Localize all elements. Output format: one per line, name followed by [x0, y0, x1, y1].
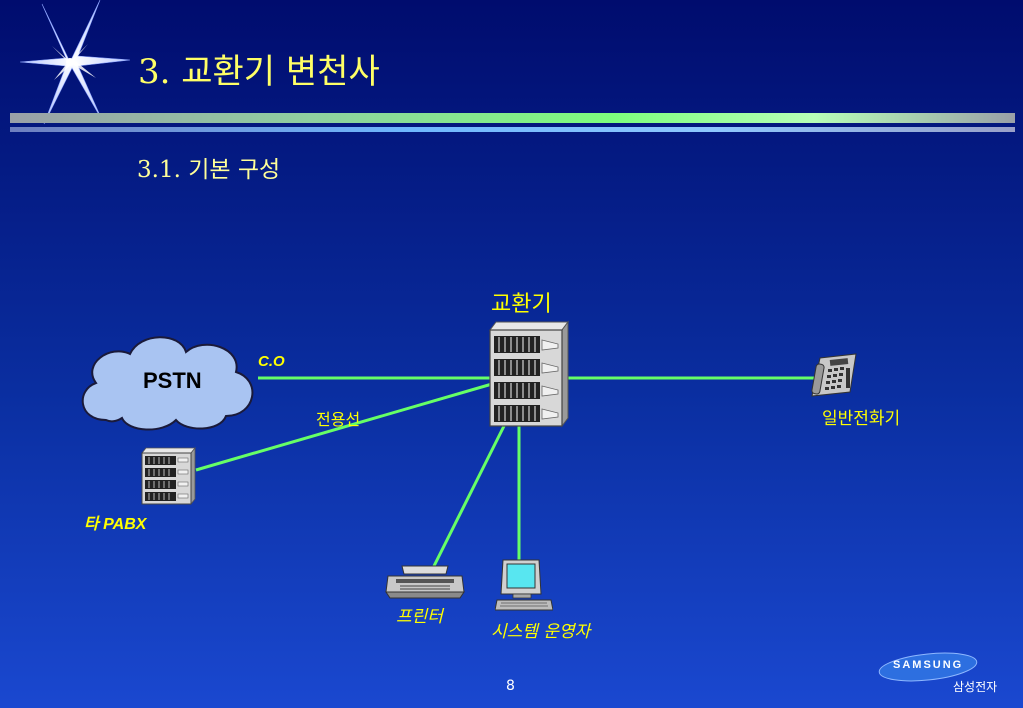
operator-label: 시스템 운영자 [491, 622, 591, 642]
page-number: 8 [506, 678, 515, 694]
telephone-label: 일반전화기 [822, 409, 901, 429]
computer-icon [495, 559, 553, 611]
header-rule [10, 113, 1015, 123]
pstn-label: PSTN [143, 368, 202, 393]
slide-title: 3. 교환기 변천사 [138, 52, 380, 92]
server-rack-icon [141, 447, 196, 505]
link-switch-printer [431, 423, 507, 569]
server-rack-icon [489, 320, 569, 428]
starburst-icon [19, 0, 131, 125]
leased-line-label: 전용선 [316, 410, 361, 429]
samsung-logo [878, 652, 978, 682]
section-subtitle: 3.1. 기본 구성 [137, 157, 281, 183]
cloud-icon [81, 336, 254, 431]
other-pabx-label: 타 PABX [84, 516, 147, 533]
company-name: 삼성전자 [953, 680, 998, 694]
logo-text: SAMSUNG [893, 659, 964, 671]
link-leased-line [195, 382, 493, 472]
header-rule-thin [10, 127, 1015, 132]
co-label: C.O [258, 353, 285, 370]
desk-phone-icon [811, 353, 857, 397]
switch-label: 교환기 [491, 292, 552, 317]
printer-label: 프린터 [396, 607, 443, 627]
printer-icon [385, 565, 465, 599]
